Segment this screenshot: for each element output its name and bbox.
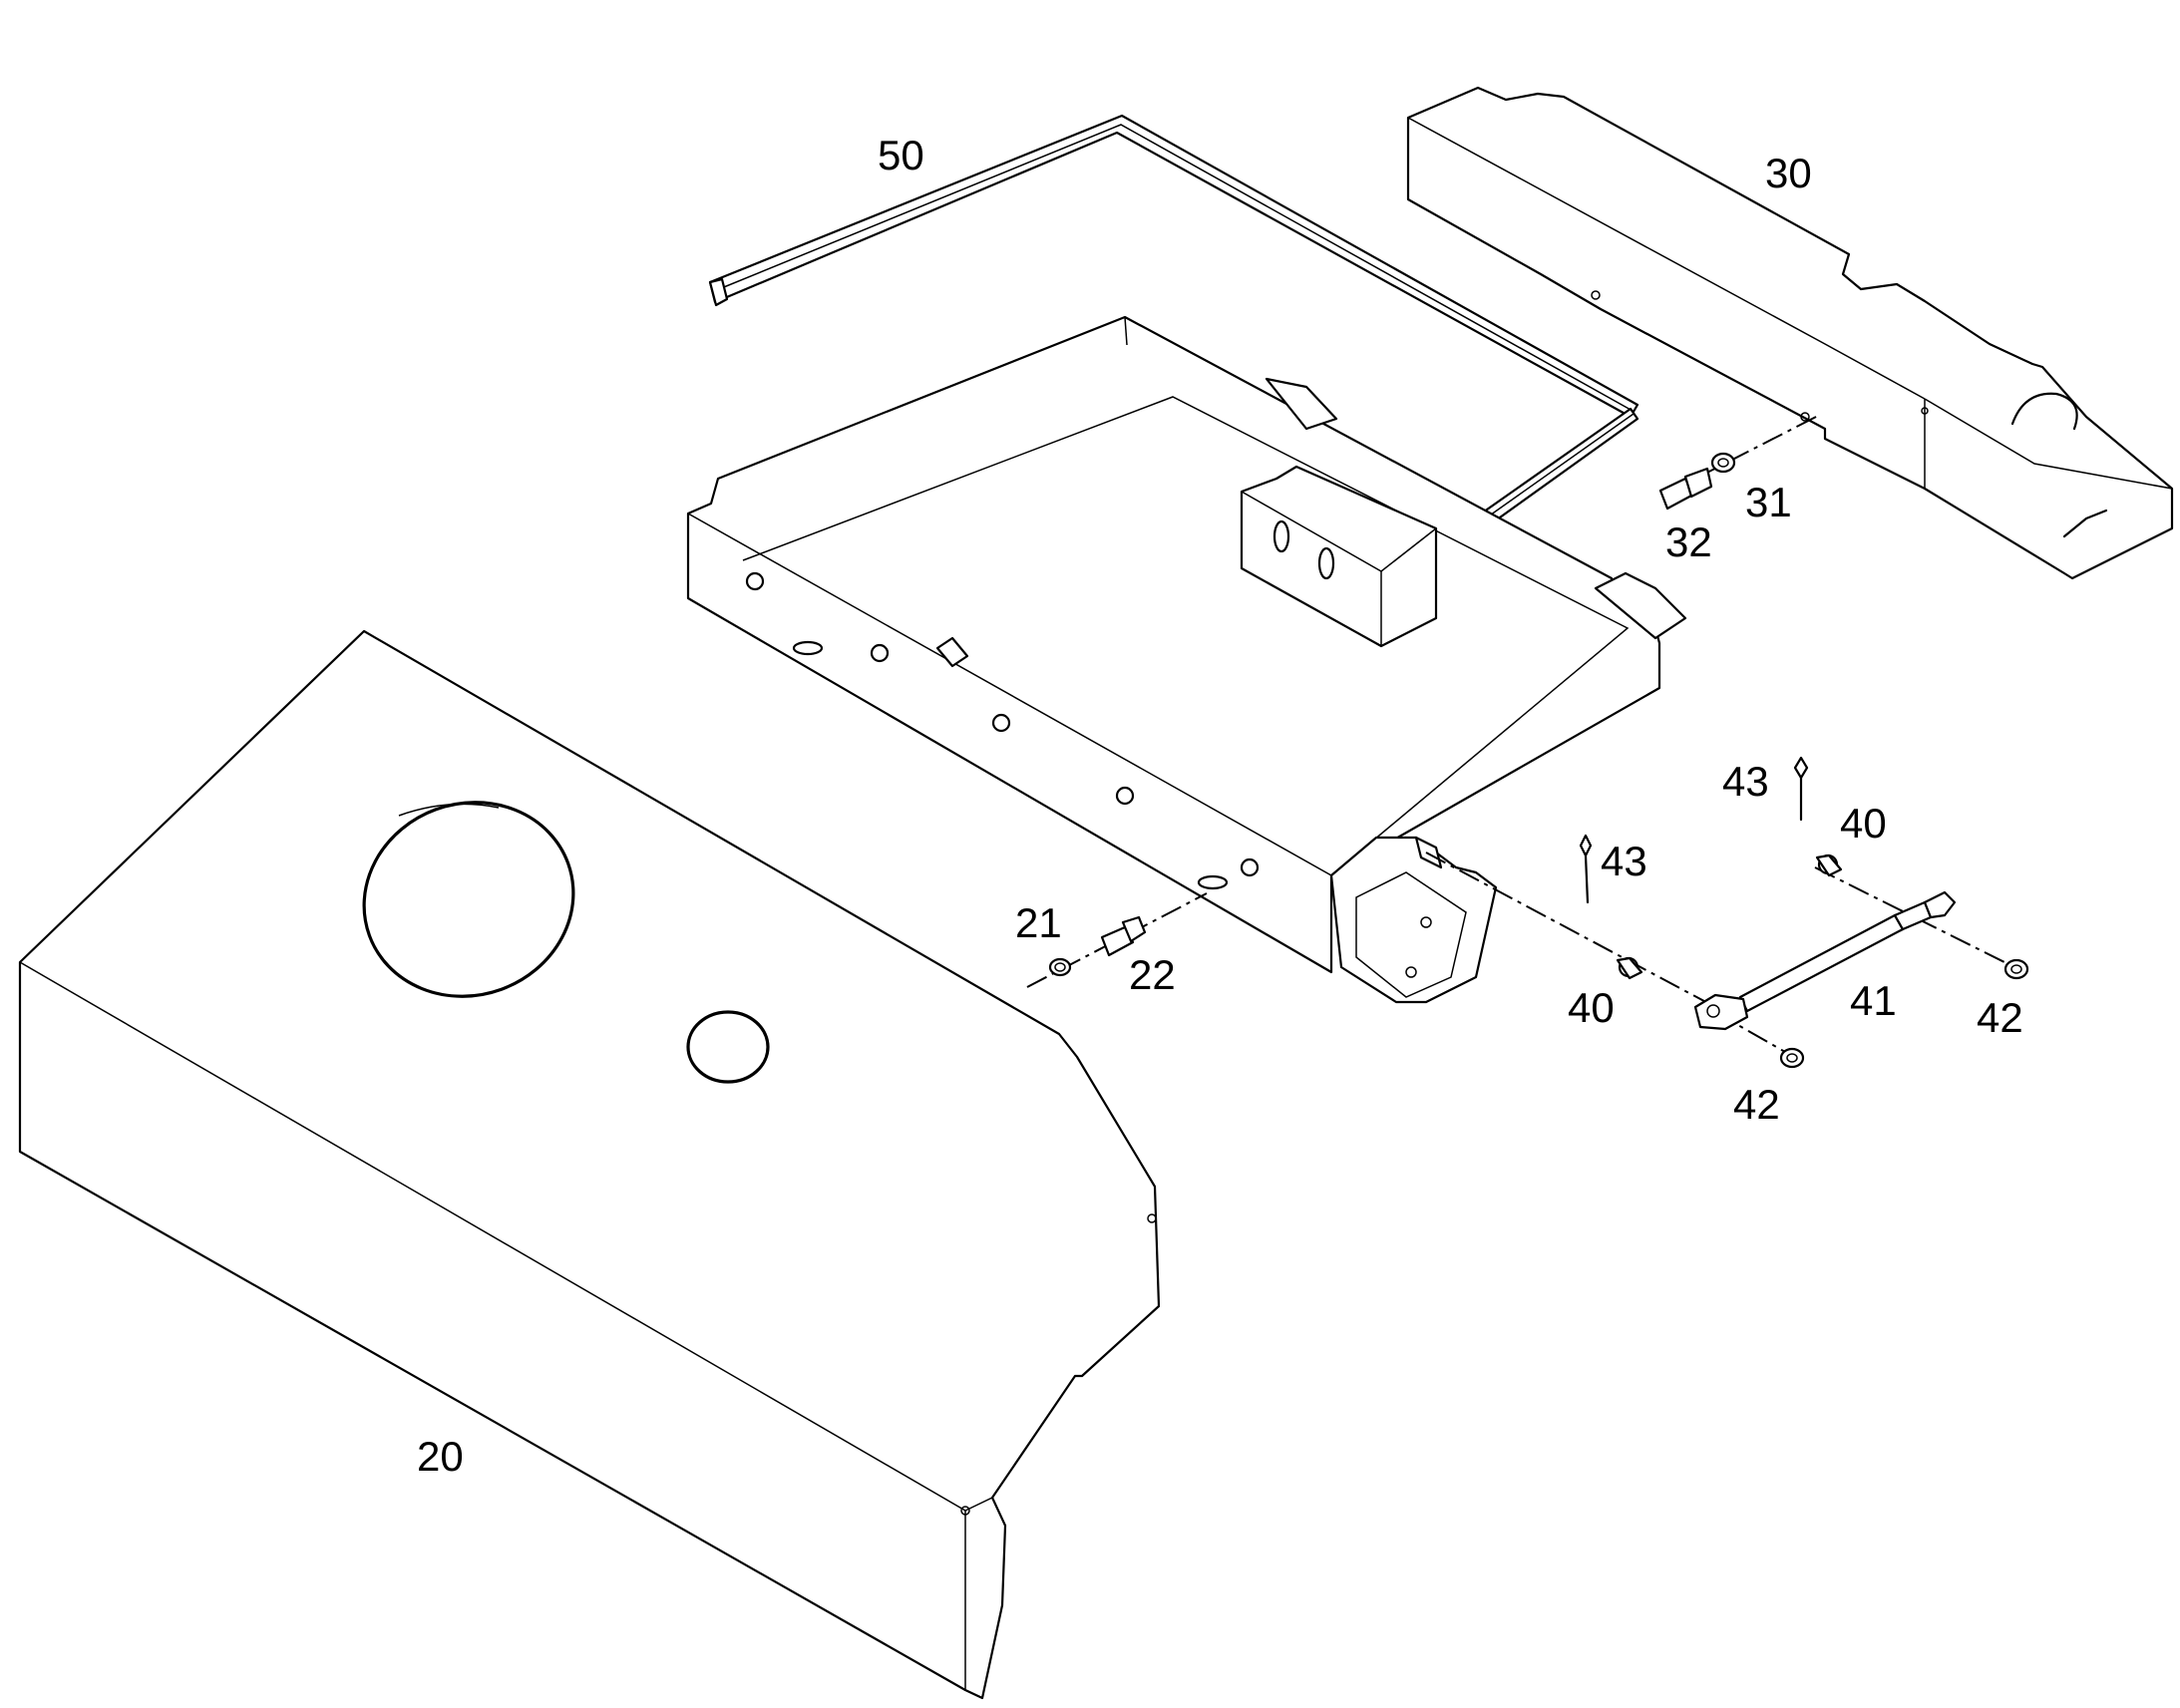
- callout-40-right: 40: [1840, 800, 1887, 847]
- callout-31: 31: [1745, 479, 1792, 525]
- callout-22: 22: [1129, 951, 1176, 998]
- callout-43-lower: 43: [1601, 838, 1647, 884]
- callout-30: 30: [1765, 150, 1812, 196]
- callout-labels: 50 30 31 32 43 40 43 21 22 40 41 42 42 2…: [417, 132, 2023, 1480]
- callout-50: 50: [878, 132, 924, 178]
- battery-tray: [686, 315, 1687, 1004]
- callout-32: 32: [1665, 518, 1712, 565]
- part-30-rear-cover: [1406, 86, 2174, 580]
- callout-41: 41: [1850, 977, 1897, 1024]
- part-21-22-bolt-washer: [1026, 892, 1208, 988]
- part-31-32-bolt-washer: [1658, 414, 1821, 511]
- callout-21: 21: [1015, 899, 1062, 946]
- part-40-43-gas-strut-assembly: [1425, 756, 2029, 1069]
- part-20-front-cover: [18, 629, 1161, 1700]
- callout-43-upper: 43: [1722, 758, 1769, 805]
- callout-40-left: 40: [1568, 984, 1615, 1031]
- callout-20: 20: [417, 1433, 464, 1480]
- callout-42-lower: 42: [1733, 1081, 1780, 1128]
- callout-42-right: 42: [1977, 994, 2023, 1041]
